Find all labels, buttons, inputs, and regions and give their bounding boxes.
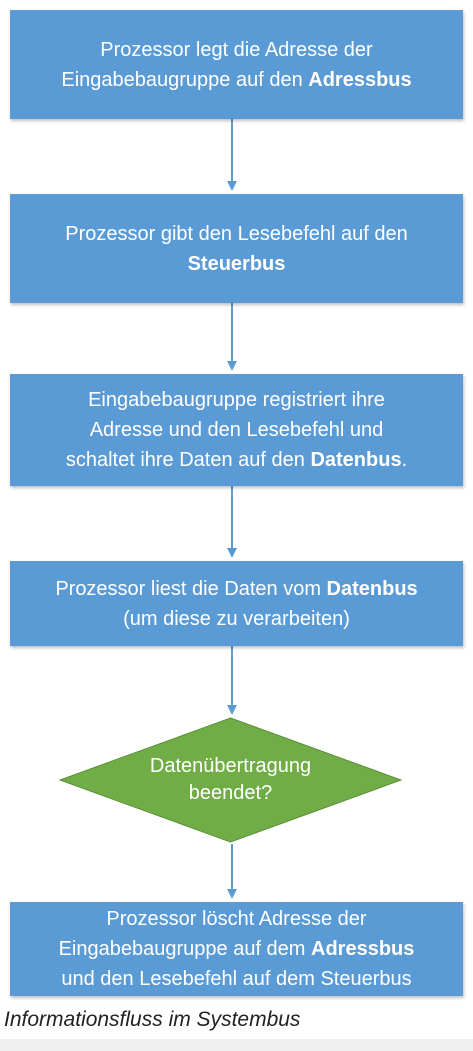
step3-line2: Adresse und den Lesebefehl und	[89, 419, 384, 441]
process-step-1-text: Prozessor legt die Adresse der Eingabeba…	[61, 35, 411, 95]
decision-diamond	[58, 717, 403, 843]
final-line3: und den Lesebefehl auf dem Steuerbus	[61, 968, 412, 990]
process-step-2: Prozessor gibt den Lesebefehl auf den St…	[10, 194, 463, 303]
decision-line1: Datenübertragung	[149, 755, 312, 777]
process-step-final: Prozessor löscht Adresse der Eingabebaug…	[10, 902, 463, 996]
step3-line3-bold: Datenbus	[310, 449, 402, 471]
process-step-2-text: Prozessor gibt den Lesebefehl auf den St…	[65, 219, 407, 279]
page-bottom-strip	[0, 1039, 473, 1051]
step4-line1: Prozessor liest die Daten vom	[55, 577, 327, 600]
process-step-4: Prozessor liest die Daten vom Datenbus (…	[10, 561, 463, 646]
process-step-final-text: Prozessor löscht Adresse der Eingabebaug…	[59, 904, 415, 994]
final-line1: Prozessor löscht Adresse der	[106, 908, 367, 930]
step3-line3: schaltet ihre Daten auf den	[65, 449, 311, 471]
step2-line2-bold: Steuerbus	[187, 252, 286, 275]
process-step-3: Eingabebaugruppe registriert ihre Adress…	[10, 374, 463, 486]
final-line2-bold: Adressbus	[311, 938, 415, 960]
process-step-3-text: Eingabebaugruppe registriert ihre Adress…	[66, 385, 407, 475]
step3-line1: Eingabebaugruppe registriert ihre	[88, 389, 385, 411]
decision-line2: beendet?	[188, 782, 273, 804]
final-line2: Eingabebaugruppe auf dem	[58, 938, 312, 960]
step4-line2: (um diese zu verarbeiten)	[123, 607, 350, 630]
step4-line1-bold: Datenbus	[326, 577, 418, 600]
step3-line3-post: .	[401, 449, 408, 471]
process-step-1: Prozessor legt die Adresse der Eingabeba…	[10, 10, 463, 119]
step1-line2: Eingabebaugruppe auf den	[61, 68, 309, 91]
decision-text: Datenübertragung beendet?	[58, 716, 403, 844]
step2-line1: Prozessor gibt den Lesebefehl auf den	[65, 222, 408, 245]
figure-caption: Informationsfluss im Systembus	[4, 1008, 301, 1031]
decision-node: Datenübertragung beendet?	[58, 716, 403, 844]
step1-line1: Prozessor legt die Adresse der	[100, 38, 373, 61]
step1-line2-bold: Adressbus	[308, 68, 412, 91]
process-step-4-text: Prozessor liest die Daten vom Datenbus (…	[55, 574, 417, 634]
